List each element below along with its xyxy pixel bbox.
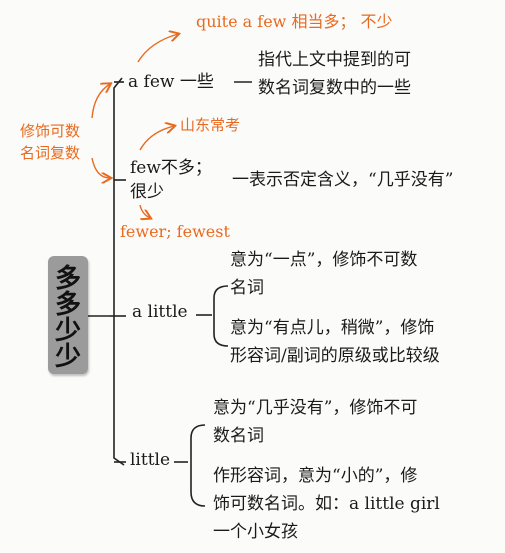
few-label-line2: 很少 bbox=[130, 182, 164, 202]
a-few-desc-line1: 指代上文中提到的可 bbox=[258, 50, 411, 70]
few-desc: 一表示否定含义，“几乎没有” bbox=[232, 170, 454, 190]
few-note-fewer: fewer; fewest bbox=[120, 222, 230, 241]
a-few-desc-line2: 数名词复数中的一些 bbox=[258, 78, 411, 98]
little-label: little bbox=[130, 450, 171, 470]
root-char-3: 少 bbox=[54, 316, 81, 346]
little-desc2-line3: 一个小女孩 bbox=[213, 522, 298, 542]
little-desc2-line1: 作形容词，意为“小的”，修 bbox=[213, 466, 418, 486]
arrow-shandong bbox=[139, 126, 174, 151]
root-node: 多 多 少 少 bbox=[48, 256, 88, 374]
arrow-fewer bbox=[139, 204, 150, 218]
little-desc1-line2: 数名词 bbox=[213, 426, 264, 446]
a-little-desc1-line1: 意为“一点”，修饰不可数 bbox=[230, 250, 418, 270]
side-note-line1: 修饰可数 bbox=[20, 122, 81, 140]
a-little-desc2-line2: 形容词/副词的原级或比较级 bbox=[230, 346, 440, 366]
little-desc2-line2: 饰可数名词。如：a little girl bbox=[213, 494, 440, 514]
a-few-label: a few 一些 bbox=[128, 72, 214, 92]
root-char-4: 少 bbox=[54, 342, 81, 372]
a-little-desc2-line1: 意为“有点儿，稍微”，修饰 bbox=[230, 318, 435, 338]
arrow-side-note-down bbox=[91, 157, 110, 178]
root-char-2: 多 bbox=[54, 290, 81, 320]
side-note-line2: 名词复数 bbox=[20, 144, 81, 162]
main-trunk bbox=[113, 77, 125, 466]
arrow-quite-a-few bbox=[137, 34, 178, 63]
few-label-line1: few不多； bbox=[130, 158, 212, 178]
a-little-desc1-line2: 名词 bbox=[230, 278, 264, 298]
few-note-shandong: 山东常考 bbox=[180, 116, 241, 134]
little-desc1-line1: 意为“几乎没有”，修饰不可 bbox=[213, 398, 418, 418]
a-few-note-quite-a-few: quite a few 相当多； 不少 bbox=[196, 12, 393, 31]
a-little-bracket bbox=[213, 285, 229, 347]
little-bracket bbox=[190, 424, 206, 507]
root-char-1: 多 bbox=[54, 264, 81, 294]
a-little-label: a little bbox=[132, 302, 188, 322]
arrow-side-note-up bbox=[91, 84, 110, 119]
